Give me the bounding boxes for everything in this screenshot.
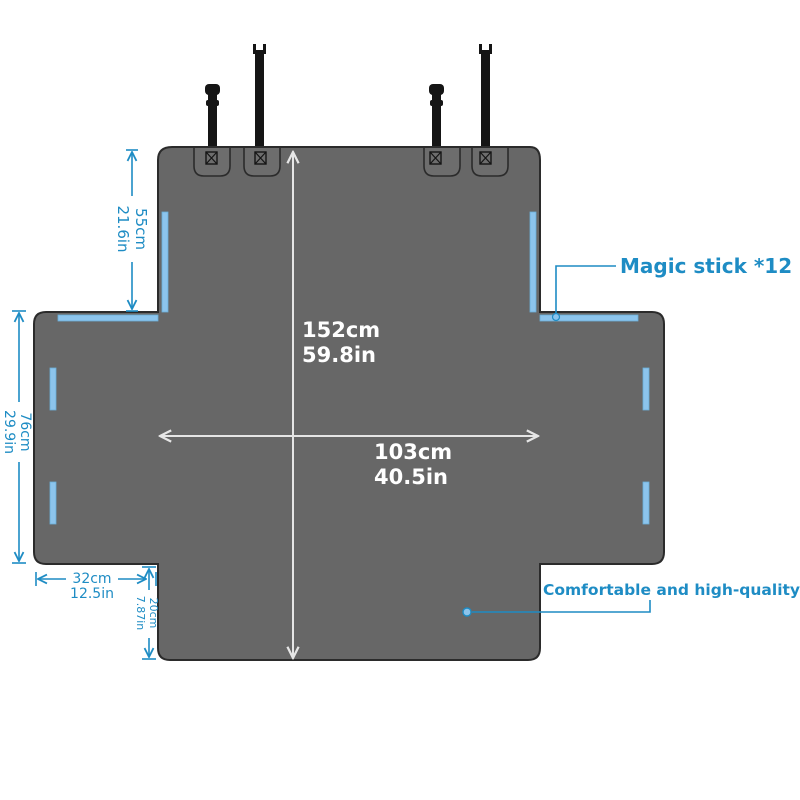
side-cm-label: 76cm xyxy=(17,412,33,451)
width-cm-label: 103cm xyxy=(374,440,452,464)
magic-stick-strips xyxy=(49,211,650,525)
upper-in-label: 21.6in xyxy=(114,205,132,252)
quality-callout: Comfortable and high-quality xyxy=(543,581,800,599)
bottom-cm-label: 20cm xyxy=(147,598,160,629)
headrest-strap-icon xyxy=(205,44,492,152)
bottom-in-label: 7.87in xyxy=(134,596,147,631)
upper-height-dimension xyxy=(126,149,138,312)
seat-cover-mat xyxy=(33,146,665,661)
flap-width-dimension xyxy=(35,572,157,586)
side-in-label: 29.9in xyxy=(1,410,17,454)
magic-stick-callout-line xyxy=(555,265,616,317)
bottom-height-dimension xyxy=(142,566,156,660)
flap-in-label: 12.5in xyxy=(70,586,114,602)
upper-cm-label: 55cm xyxy=(132,208,150,250)
side-height-dimension xyxy=(12,310,26,564)
quality-callout-line xyxy=(472,600,651,613)
length-in-label: 59.8in xyxy=(302,343,376,367)
length-cm-label: 152cm xyxy=(302,318,380,342)
width-in-label: 40.5in xyxy=(374,465,448,489)
flap-cm-label: 32cm xyxy=(72,571,111,587)
quality-callout-dot xyxy=(462,607,472,617)
magic-stick-callout: Magic stick *12 xyxy=(620,254,792,278)
buckle-icon xyxy=(193,148,509,177)
magic-stick-callout-dot xyxy=(551,312,561,322)
